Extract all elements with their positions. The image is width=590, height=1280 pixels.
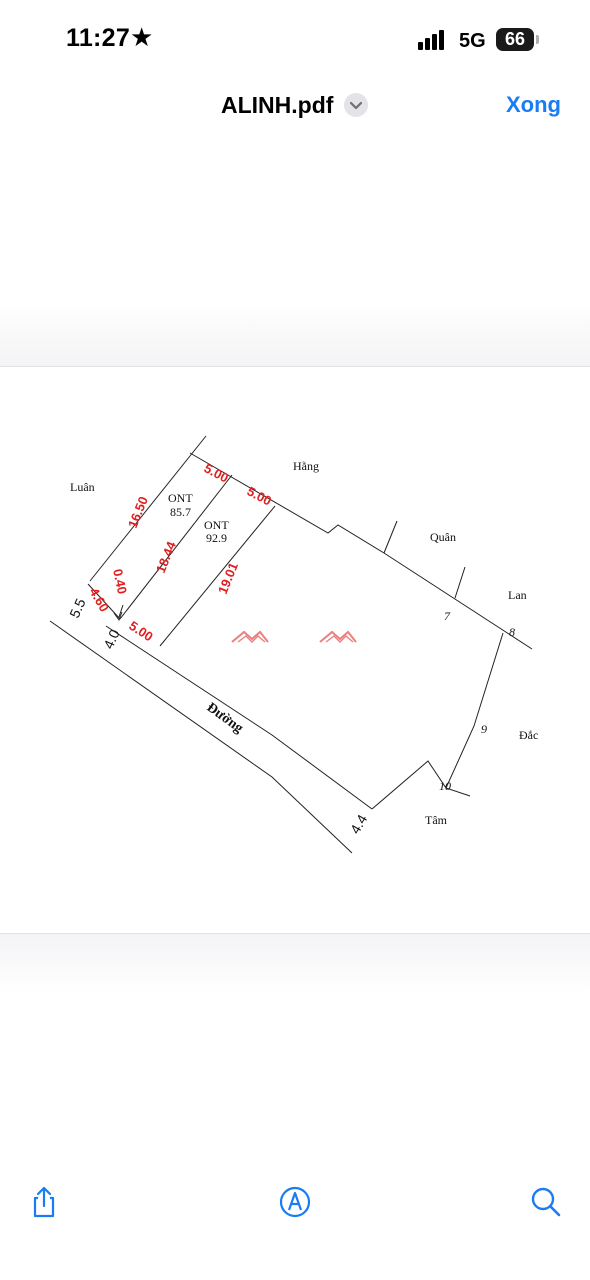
boundary-top xyxy=(189,452,533,650)
watermark-logo-icon xyxy=(319,630,357,643)
status-time: 11:27 xyxy=(66,24,131,52)
done-button[interactable]: Xong xyxy=(506,92,561,117)
boundary-lan xyxy=(454,566,466,599)
parcel-divider-2 xyxy=(159,505,276,647)
point-7: 7 xyxy=(444,609,451,623)
boundary-lines xyxy=(49,435,533,854)
network-type: 5G xyxy=(459,30,486,52)
arrow-head-icon xyxy=(113,611,123,622)
battery-nub xyxy=(536,35,539,44)
dim-4-0: 4.0 xyxy=(100,627,123,651)
dim-4-4: 4.4 xyxy=(347,811,371,836)
owner-luan: Luân xyxy=(70,480,95,494)
plan-text-labels: Luân Hằng Quân Lan Đắc Tâm ONT 85.7 ONT … xyxy=(70,459,538,827)
watermark-logo-icon xyxy=(231,630,269,643)
star-icon: ★ xyxy=(130,22,154,52)
parcel-1-type: ONT xyxy=(168,491,193,505)
dim-top-2: 5.00 xyxy=(245,483,274,508)
chevron-down-icon[interactable] xyxy=(344,93,368,117)
page-gap-top xyxy=(0,300,590,366)
cellular-signal-icon xyxy=(418,30,448,50)
watermark-logos xyxy=(231,630,357,643)
parcel-2-area: 92.9 xyxy=(206,531,227,545)
battery-indicator: 66 xyxy=(496,28,534,51)
parcel-1-area: 85.7 xyxy=(170,505,191,519)
parcel-2-type: ONT xyxy=(204,518,229,532)
boundary-tam xyxy=(371,760,447,810)
document-title[interactable]: ALINH.pdf xyxy=(221,92,334,118)
parcel-divider-1 xyxy=(119,474,233,620)
owner-hang: Hằng xyxy=(293,459,319,473)
road-edge-left xyxy=(49,620,353,854)
owner-lan: Lan xyxy=(508,588,527,602)
share-icon[interactable] xyxy=(26,1184,62,1220)
boundary-dac xyxy=(445,632,504,797)
point-8: 8 xyxy=(509,625,515,639)
dim-middle-18-44: 18.44 xyxy=(153,539,179,575)
arrow-marker-line xyxy=(118,604,124,618)
bottom-toolbar xyxy=(0,1176,590,1280)
dim-right-19-01: 19.01 xyxy=(215,560,241,596)
dim-left-16-50: 16.50 xyxy=(125,494,151,530)
boundary-luan xyxy=(89,435,207,582)
road-label: Đường xyxy=(204,700,246,736)
point-numbers: 7 8 9 10 xyxy=(439,609,515,793)
dim-front-5-00: 5.00 xyxy=(126,618,155,644)
red-dimension-labels: 5.00 5.00 16.50 18.44 19.01 0.40 4.60 5.… xyxy=(86,460,274,644)
point-10: 10 xyxy=(439,779,451,793)
markup-icon[interactable] xyxy=(277,1184,313,1220)
nav-bar: ALINH.pdf Xong xyxy=(0,80,590,136)
black-dimension-labels: 5.5 4.0 4.4 xyxy=(66,596,370,837)
point-9: 9 xyxy=(481,722,487,736)
page-gap-bottom xyxy=(0,934,590,994)
land-plot-plan: 5.00 5.00 16.50 18.44 19.01 0.40 4.60 5.… xyxy=(49,435,538,854)
dim-4-60: 4.60 xyxy=(86,585,112,614)
owner-tam: Tâm xyxy=(425,813,448,827)
dim-0-40: 0.40 xyxy=(110,568,130,596)
search-icon[interactable] xyxy=(528,1184,564,1220)
dim-5-5: 5.5 xyxy=(66,596,89,620)
owner-quan: Quân xyxy=(430,530,456,544)
pdf-page[interactable]: 5.00 5.00 16.50 18.44 19.01 0.40 4.60 5.… xyxy=(0,366,590,934)
owner-dac: Đắc xyxy=(519,728,538,742)
status-bar: 11:27 ★ 5G 66 xyxy=(0,0,590,80)
boundary-quan xyxy=(383,520,398,554)
road-edge-right xyxy=(105,625,373,810)
